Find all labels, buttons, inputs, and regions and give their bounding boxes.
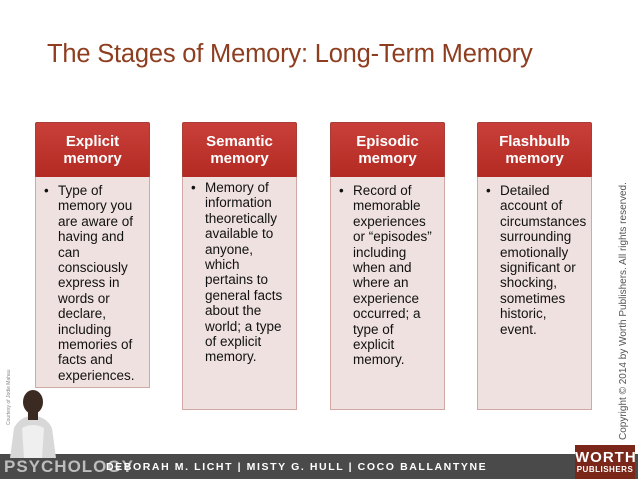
publisher-name: WORTH bbox=[575, 448, 637, 466]
card-heading: Episodic memory bbox=[330, 122, 445, 178]
bullet-item: • Memory of information theoretically av… bbox=[191, 180, 290, 365]
bullet-dot: • bbox=[486, 183, 491, 198]
bullet-item: • Type of memory you are aware of having… bbox=[44, 183, 143, 383]
bullet-dot: • bbox=[44, 183, 49, 198]
bullet-item: • Record of memorable experiences or “ep… bbox=[339, 183, 438, 368]
card-flashbulb-memory: Flashbulb memory • Detailed account of c… bbox=[477, 122, 592, 410]
book-title: PSYCHOLOGY bbox=[4, 457, 134, 476]
footer-bar bbox=[0, 454, 638, 479]
card-explicit-memory: Explicit memory • Type of memory you are… bbox=[35, 122, 150, 388]
card-episodic-memory: Episodic memory • Record of memorable ex… bbox=[330, 122, 445, 410]
publisher-suffix: PUBLISHERS bbox=[576, 464, 634, 474]
card-heading: Explicit memory bbox=[35, 122, 150, 178]
bullet-text: Record of memorable experiences or “epis… bbox=[353, 183, 432, 368]
bullet-text: Type of memory you are aware of having a… bbox=[58, 183, 135, 383]
card-body: • Type of memory you are aware of having… bbox=[35, 177, 150, 388]
bullet-dot: • bbox=[191, 180, 196, 195]
bullet-item: • Detailed account of circumstances surr… bbox=[486, 183, 587, 337]
card-body: • Record of memorable experiences or “ep… bbox=[330, 177, 445, 410]
publisher-logo: WORTH PUBLISHERS bbox=[575, 445, 637, 479]
bullet-text: Memory of information theoretically avai… bbox=[205, 180, 283, 365]
card-body: • Memory of information theoretically av… bbox=[182, 177, 297, 410]
author-names: DEBORAH M. LICHT | MISTY G. HULL | COCO … bbox=[106, 461, 488, 473]
card-body: • Detailed account of circumstances surr… bbox=[477, 177, 592, 410]
person-photo-icon bbox=[10, 390, 56, 458]
card-heading: Semantic memory bbox=[182, 122, 297, 178]
bullet-dot: • bbox=[339, 183, 344, 198]
bullet-text: Detailed account of circumstances surrou… bbox=[500, 183, 587, 337]
slide-title: The Stages of Memory: Long-Term Memory bbox=[47, 40, 533, 68]
card-semantic-memory: Semantic memory • Memory of information … bbox=[182, 122, 297, 410]
card-heading: Flashbulb memory bbox=[477, 122, 592, 178]
copyright-notice: Copyright © 2014 by Worth Publishers. Al… bbox=[618, 182, 629, 440]
